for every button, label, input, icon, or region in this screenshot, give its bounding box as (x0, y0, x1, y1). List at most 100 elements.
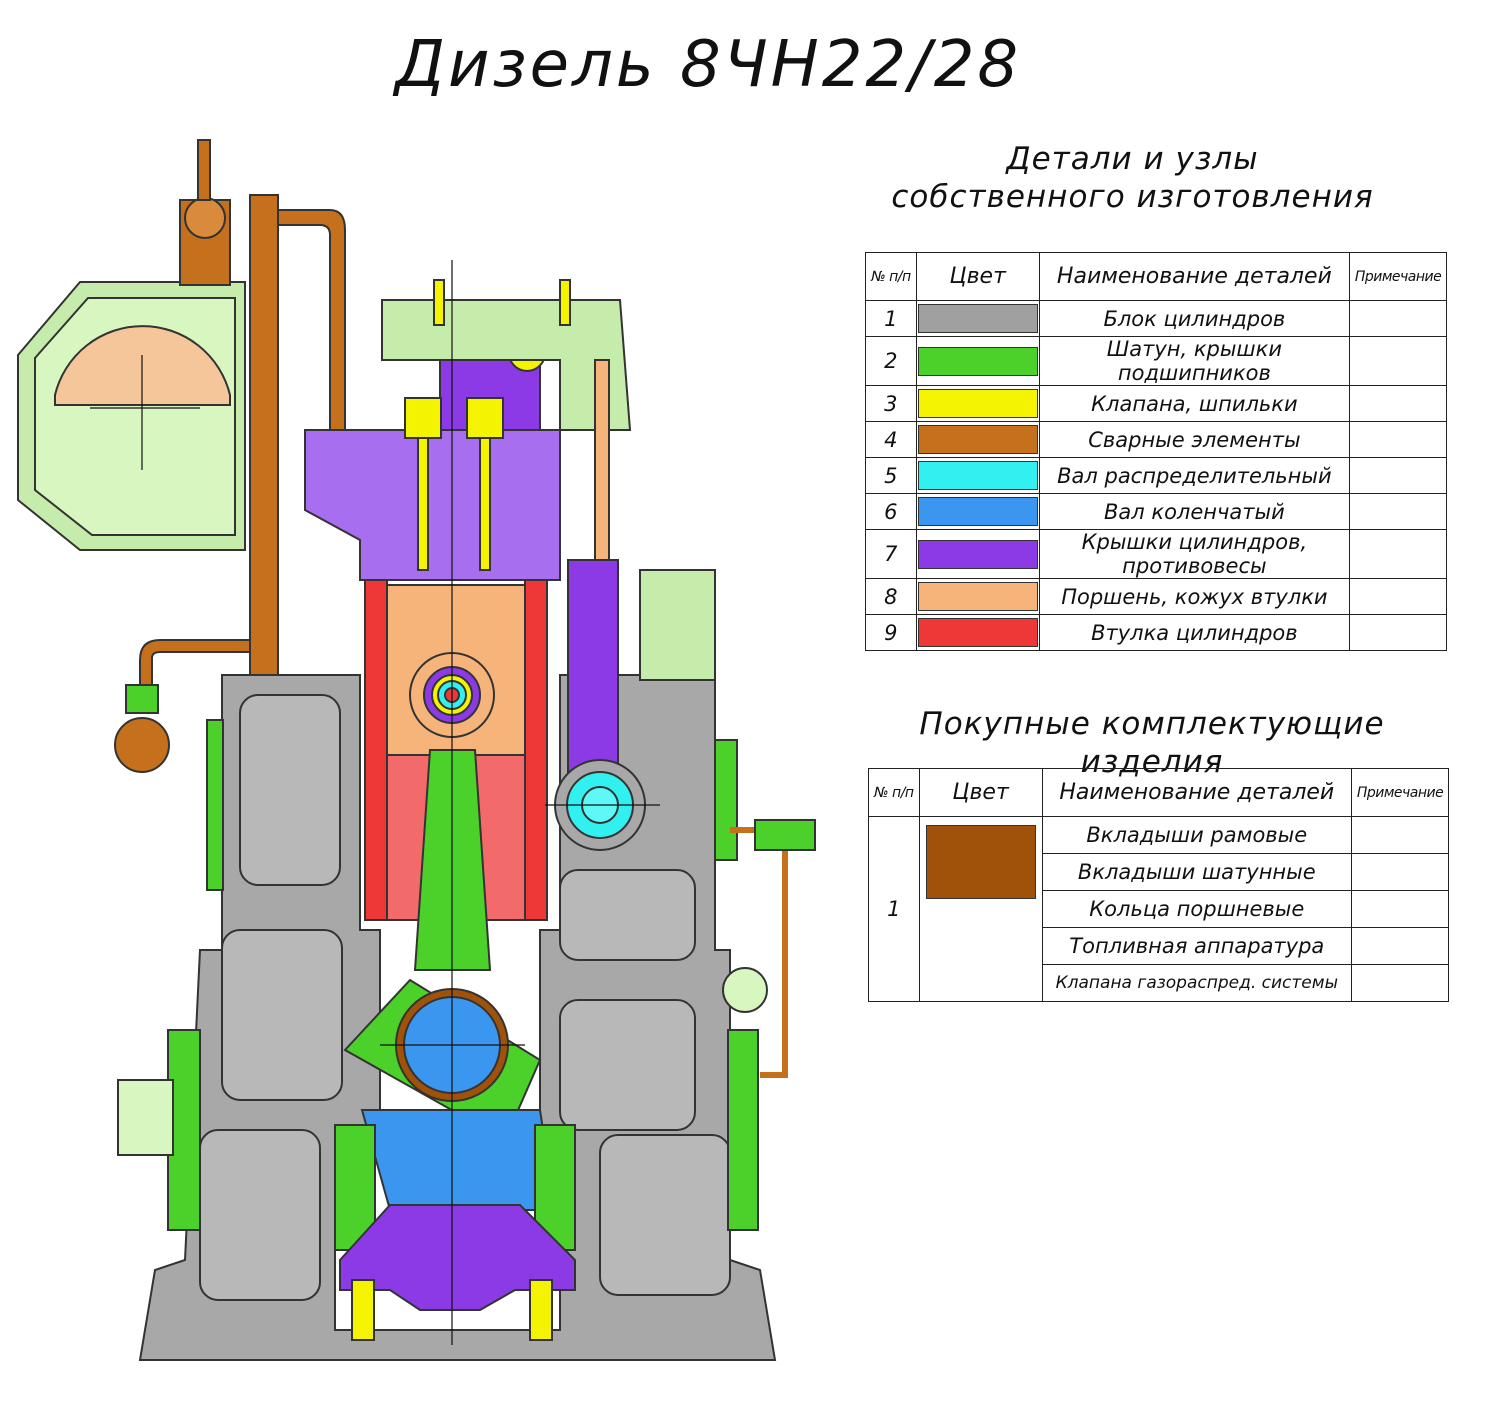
table-row: Клапана газораспред. системы (869, 964, 1449, 1002)
intake-valve-spring (404, 397, 442, 439)
block-window-right-low (599, 1134, 731, 1296)
bolt-right (529, 1279, 553, 1341)
row-name: Сварные элементы (1038, 421, 1351, 458)
row-name: Шатун, крышки подшипников (1038, 336, 1351, 386)
engine-cross-section (17, 139, 816, 1361)
side-cover-right-low (727, 1029, 759, 1231)
color-swatch (917, 618, 1038, 647)
row-num: 5 (865, 457, 917, 494)
color-swatch (917, 582, 1038, 611)
tank-gauge (184, 197, 226, 239)
own-parts-table: № п/п Цвет Наименование деталей Примечан… (865, 252, 1447, 651)
col-name: Наименование деталей (1041, 768, 1353, 817)
main-bearing-cap-right (534, 1124, 576, 1251)
welded-column (249, 194, 279, 676)
col-color: Цвет (915, 252, 1040, 301)
row-name: Топливная аппаратура (1041, 927, 1353, 965)
page-title: Дизель 8ЧН22/28 (395, 28, 1022, 102)
row-num: 8 (865, 578, 917, 615)
own-parts-heading: Детали и узлы собственного изготовления (880, 140, 1385, 216)
row-color (915, 457, 1040, 494)
row-note (1351, 890, 1449, 928)
row-num: 3 (865, 385, 917, 422)
side-cover-right (714, 739, 738, 861)
color-swatch (917, 389, 1038, 418)
row-name: Вал распределительный (1038, 457, 1351, 494)
oil-cooler-flange (125, 684, 159, 714)
row-num: 1 (865, 300, 917, 337)
table-row: 5 Вал распределительный (865, 457, 1447, 494)
block-window-left-low (199, 1129, 321, 1301)
col-note: Примечание (1349, 252, 1447, 301)
color-swatch (917, 461, 1038, 490)
row-note (1349, 457, 1447, 494)
row-note (1351, 927, 1449, 965)
row-color (918, 816, 1043, 1002)
row-num: 7 (865, 529, 917, 579)
block-window-left-top (239, 694, 341, 886)
row-note (1349, 614, 1447, 651)
table-row: 3 Клапана, шпильки (865, 385, 1447, 422)
table-row: 9 Втулка цилиндров (865, 614, 1447, 651)
row-name: Вал коленчатый (1038, 493, 1351, 530)
row-name: Вкладыши шатунные (1041, 853, 1353, 891)
own-parts-heading-line1: Детали и узлы (1006, 141, 1259, 177)
purchased-parts-heading: Покупные комплектующие изделия (919, 706, 1385, 780)
row-note (1351, 964, 1449, 1002)
row-num: 4 (865, 421, 917, 458)
row-num: 9 (865, 614, 917, 651)
row-color (915, 300, 1040, 337)
color-swatch (917, 497, 1038, 526)
row-num: 6 (865, 493, 917, 530)
color-swatch (917, 346, 1038, 376)
row-color (915, 614, 1040, 651)
row-note (1349, 421, 1447, 458)
block-window-left-mid (221, 929, 343, 1101)
head-stud-right (559, 279, 571, 326)
row-color (915, 421, 1040, 458)
oil-cooler (114, 717, 170, 773)
col-num: № п/п (865, 252, 917, 301)
head-stud-left (433, 279, 445, 326)
row-note (1349, 529, 1447, 579)
fuel-pump (639, 569, 716, 681)
row-name: Клапана, шпильки (1038, 385, 1351, 422)
row-color (915, 578, 1040, 615)
row-color (915, 385, 1040, 422)
row-name: Втулка цилиндров (1038, 614, 1351, 651)
table-row: Вкладыши шатунные (869, 853, 1449, 891)
own-parts-heading-line2: собственного изготовления (891, 179, 1374, 215)
row-name: Клапана газораспред. системы (1041, 964, 1353, 1002)
row-note (1349, 493, 1447, 530)
row-name: Кольца поршневые (1041, 890, 1353, 928)
row-color (915, 529, 1040, 579)
table-header-row: № п/п Цвет Наименование деталей Примечан… (865, 252, 1447, 301)
table-row: 8 Поршень, кожух втулки (865, 578, 1447, 615)
cylinder-liner-left (364, 579, 388, 921)
col-note: Примечание (1351, 768, 1449, 817)
color-swatch (917, 425, 1038, 454)
exhaust-pipe (277, 209, 346, 431)
block-window-right-mid (559, 999, 696, 1131)
cylinder-head (304, 429, 561, 581)
color-swatch (925, 825, 1036, 899)
row-note (1351, 853, 1449, 891)
row-color (915, 336, 1040, 386)
fuel-filter (722, 967, 768, 1013)
row-note (1349, 385, 1447, 422)
row-note (1351, 816, 1449, 854)
bolt-left (351, 1279, 375, 1341)
table-header-row: № п/п Цвет Наименование деталей Примечан… (868, 768, 1449, 817)
row-note (1349, 336, 1447, 386)
table-row: 6 Вал коленчатый (865, 493, 1447, 530)
relief-valve (117, 1079, 174, 1156)
vent-pipe (197, 139, 211, 201)
row-name: Вкладыши рамовые (1041, 816, 1353, 854)
purchased-parts-table: № п/п Цвет Наименование деталей Примечан… (868, 768, 1449, 1002)
row-name: Блок цилиндров (1038, 300, 1351, 337)
row-name: Поршень, кожух втулки (1038, 578, 1351, 615)
